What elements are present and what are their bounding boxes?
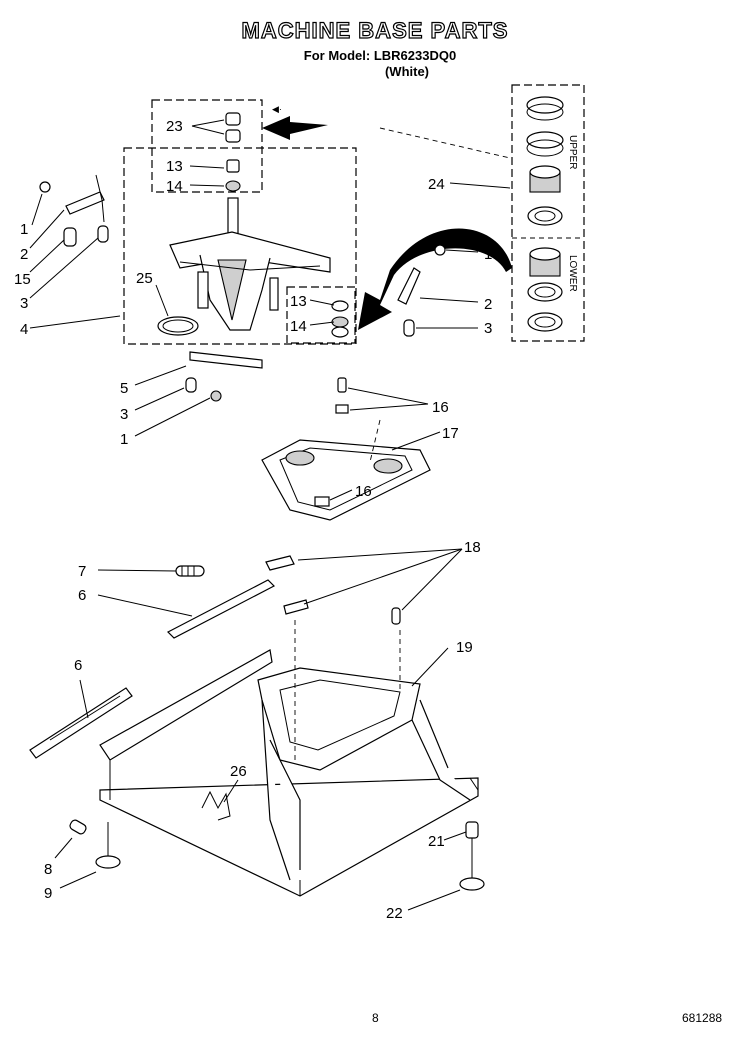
top-arrow-mark: ◀· xyxy=(272,104,282,114)
callout-16-lower: 16 xyxy=(355,483,372,500)
detail-box-right xyxy=(286,286,356,344)
kit-label-upper: UPPER xyxy=(567,135,578,169)
color-line: (White) xyxy=(385,64,429,79)
model-line: For Model: LBR6233DQ0 xyxy=(304,48,456,63)
hook-26 xyxy=(201,790,231,821)
callout-7: 7 xyxy=(78,563,86,580)
gearcase-assembly xyxy=(169,112,331,331)
top-arrow xyxy=(262,116,328,140)
callout-13-top: 13 xyxy=(166,158,183,175)
rail-6-upper xyxy=(166,579,276,639)
callout-8: 8 xyxy=(44,861,52,878)
callout-3-left: 3 xyxy=(20,295,28,312)
leveling-leg-right xyxy=(459,821,485,891)
callout-5: 5 xyxy=(120,380,128,397)
callout-18: 18 xyxy=(464,539,481,556)
kit-label-lower: LOWER xyxy=(567,255,578,292)
page-title: MACHINE BASE PARTS xyxy=(242,18,509,43)
bracket-right xyxy=(397,244,446,337)
small-parts-right xyxy=(331,300,349,338)
callout-21: 21 xyxy=(428,833,445,850)
callout-6-upper: 6 xyxy=(78,587,86,604)
clips-18 xyxy=(265,555,401,625)
callout-17: 17 xyxy=(442,425,459,442)
callout-24: 24 xyxy=(428,176,445,193)
callout-19: 19 xyxy=(456,639,473,656)
callout-1-left: 1 xyxy=(20,221,28,238)
callout-13-right: 13 xyxy=(290,293,307,310)
callout-2-left: 2 xyxy=(20,246,28,263)
parts-below-assembly xyxy=(185,351,263,402)
doc-number: 681288 xyxy=(682,1011,722,1025)
bearing-kit-upper xyxy=(526,96,564,226)
callout-26: 26 xyxy=(230,763,247,780)
rail-6-lower xyxy=(29,687,133,759)
callout-4: 4 xyxy=(20,321,28,338)
kit-box xyxy=(511,84,585,342)
mounting-frame-17 xyxy=(261,377,431,521)
kit-leader xyxy=(379,127,511,159)
callout-15: 15 xyxy=(14,271,31,288)
detail-box-top xyxy=(151,99,263,193)
callout-23: 23 xyxy=(166,118,183,135)
callout-22: 22 xyxy=(386,905,403,922)
bearing-kit-lower xyxy=(527,247,563,332)
callout-14-top: 14 xyxy=(166,178,183,195)
drive-seal-25 xyxy=(157,316,199,336)
spring-7 xyxy=(175,565,205,577)
callout-25: 25 xyxy=(136,270,153,287)
callout-1-right: 1 xyxy=(484,246,492,263)
machine-base-19 xyxy=(99,620,479,897)
leader-lines xyxy=(29,119,511,911)
callout-3-lower: 3 xyxy=(120,406,128,423)
leveling-leg-left xyxy=(69,819,121,869)
callout-2-right: 2 xyxy=(484,296,492,313)
callout-6-lower: 6 xyxy=(74,657,82,674)
callout-3-right: 3 xyxy=(484,320,492,337)
callout-16-top: 16 xyxy=(432,399,449,416)
page-number: 8 xyxy=(372,1011,379,1025)
bracket-left xyxy=(39,174,109,247)
callout-1-lower: 1 xyxy=(120,431,128,448)
curved-arrow xyxy=(358,228,512,330)
detail-box-main xyxy=(123,147,357,345)
callouts: 23 13 14 1 2 15 3 4 25 13 14 5 3 1 24 1 … xyxy=(14,118,492,922)
callout-14-right: 14 xyxy=(290,318,307,335)
callout-9: 9 xyxy=(44,885,52,902)
